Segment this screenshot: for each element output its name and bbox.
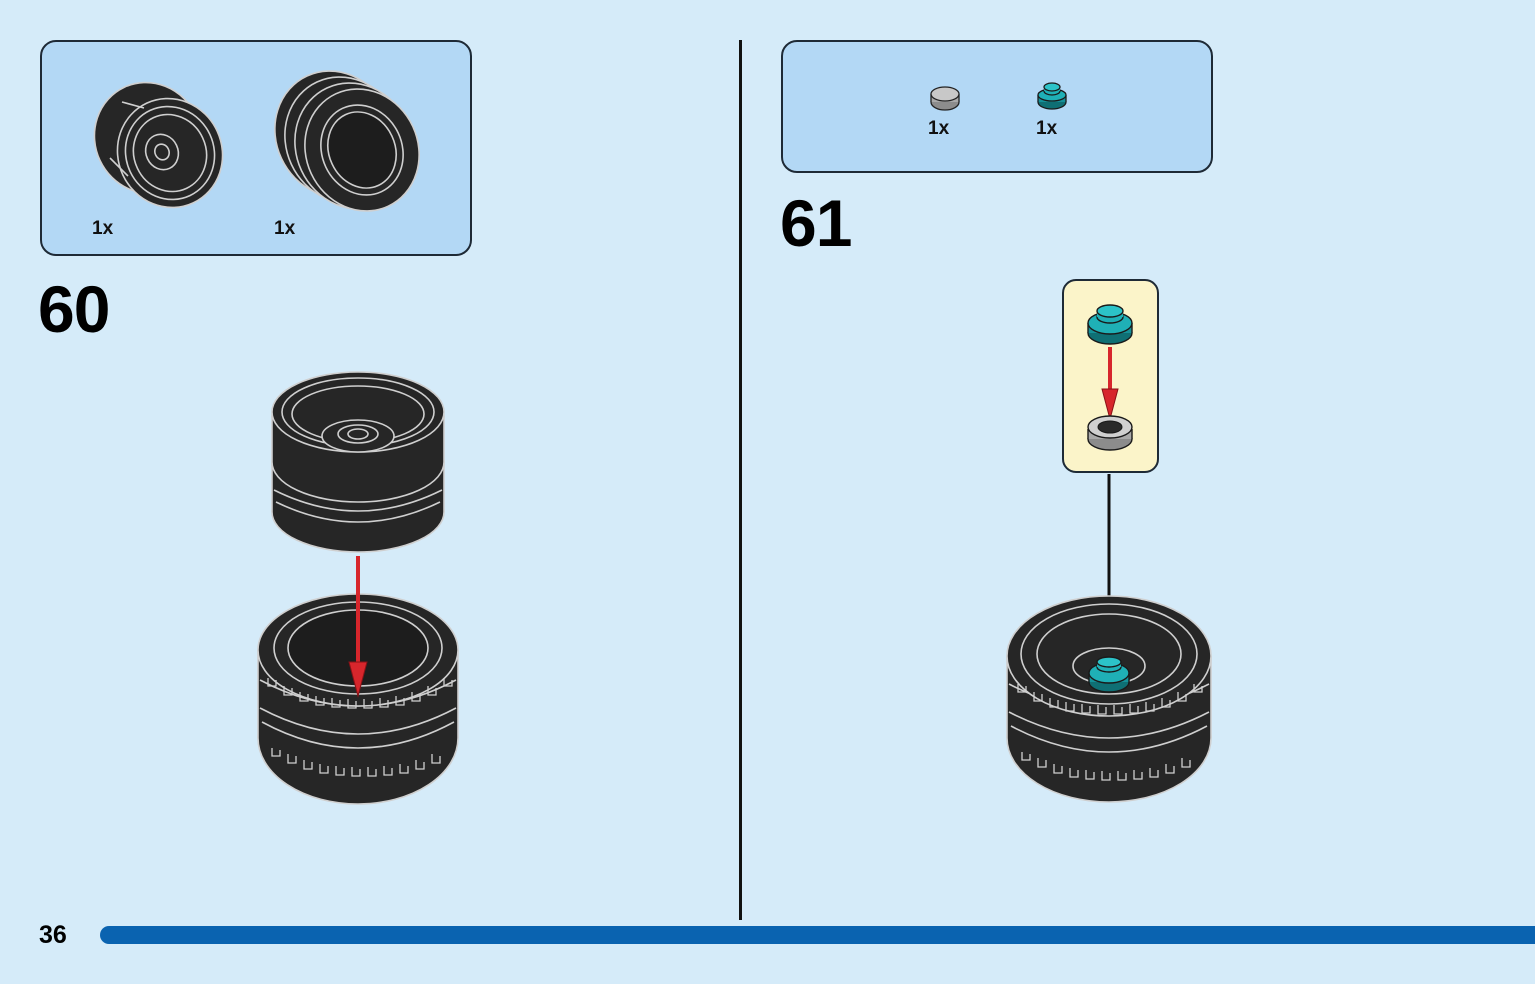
parts-list-step-61: 1x 1x — [781, 40, 1213, 173]
parts-list-step-60: 1x 1x — [40, 40, 472, 256]
wheel-rim-icon — [93, 81, 224, 209]
gray-round-plate-icon — [930, 86, 960, 111]
step-61-illustration — [1006, 474, 1212, 803]
tire-icon — [274, 70, 420, 212]
step-number-60: 60 — [38, 272, 110, 346]
page-divider — [739, 40, 742, 920]
teal-round-plate-icon — [1037, 82, 1067, 110]
progress-bar — [100, 926, 1535, 944]
quantity-tire: 1x — [274, 218, 296, 239]
quantity-rim: 1x — [92, 218, 114, 239]
page-number: 36 — [39, 921, 67, 949]
quantity-gray-plate: 1x — [928, 118, 950, 139]
step-60-illustration — [257, 371, 459, 805]
quantity-teal-plate: 1x — [1036, 118, 1058, 139]
step-number-61: 61 — [780, 186, 852, 260]
sub-assembly-illustration — [1087, 304, 1133, 451]
sub-assembly-callout — [1062, 279, 1159, 473]
